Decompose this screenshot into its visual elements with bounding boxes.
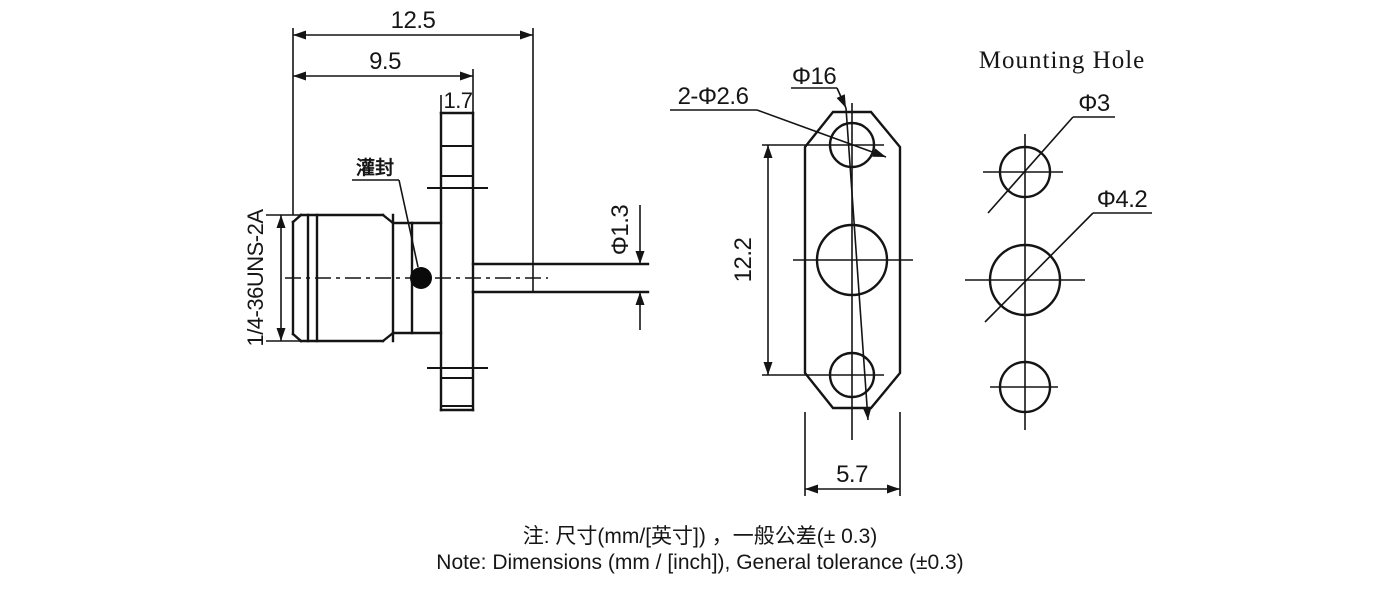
dim-pin-diameter: Φ1.3 <box>607 205 645 330</box>
dim-body-length-text: 9.5 <box>369 48 401 75</box>
dim-hole-spacing-text: 12.2 <box>730 237 757 282</box>
contact-pin-outline <box>471 262 650 294</box>
center-hole-callout: Φ16 <box>791 63 872 421</box>
dim-center-hole-text: Φ16 <box>792 63 836 90</box>
note-line-cn: 注: 尺寸(mm/[英寸]) ，一般公差(± 0.3) <box>523 525 878 548</box>
dim-overall-length-text: 12.5 <box>391 7 436 34</box>
potting-label: 灌封 <box>356 156 394 179</box>
dim-overall-length: 12.5 <box>292 7 534 292</box>
mounting-hole-view: Mounting Hole Φ3 Φ4.2 <box>965 47 1152 430</box>
potting-callout: 灌封 <box>352 156 432 289</box>
dim-flange-thickness: 1.7 <box>440 88 473 113</box>
thread-callout: 1/4-36UNS-2A <box>243 209 302 347</box>
dim-flange-thickness-text: 1.7 <box>443 88 472 113</box>
dim-mount-center-hole-text: Φ4.2 <box>1097 186 1148 213</box>
flange-side-outline <box>427 111 488 412</box>
dim-body-length: 9.5 <box>293 48 474 113</box>
thread-spec-text: 1/4-36UNS-2A <box>243 209 268 347</box>
hole-pair-callout: 2-Φ2.6 <box>670 83 887 158</box>
dim-pin-diameter-text: Φ1.3 <box>607 205 634 256</box>
side-view: 灌封 12.5 9.5 1.7 <box>243 7 650 412</box>
note-line-en: Note: Dimensions (mm / [inch]), General … <box>436 551 963 574</box>
screw-hole-callout: Φ3 <box>987 90 1115 214</box>
dim-hole-pair-text: 2-Φ2.6 <box>678 83 749 110</box>
mounting-hole-title: Mounting Hole <box>979 47 1145 74</box>
front-view: 2-Φ2.6 Φ16 12.2 5.7 <box>670 63 913 496</box>
notes: 注: 尺寸(mm/[英寸]) ，一般公差(± 0.3) Note: Dimens… <box>436 525 963 574</box>
dim-flange-width: 5.7 <box>804 412 901 496</box>
dim-flange-width-text: 5.7 <box>836 461 868 488</box>
dim-screw-hole-text: Φ3 <box>1078 90 1110 117</box>
mount-center-hole-callout: Φ4.2 <box>984 186 1152 323</box>
potting-dot <box>410 267 432 289</box>
dim-hole-spacing: 12.2 <box>730 145 773 375</box>
